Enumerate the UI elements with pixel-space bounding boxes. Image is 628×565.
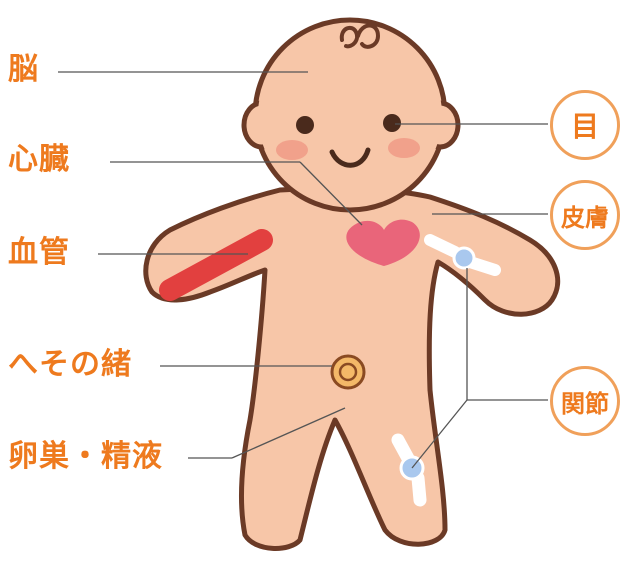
label-blood-vessel: 血管 <box>8 235 70 270</box>
navel-shape <box>330 354 366 390</box>
right-eye <box>383 114 401 132</box>
label-skin: 皮膚 <box>550 180 620 250</box>
label-brain: 脳 <box>8 52 39 87</box>
left-eye <box>296 116 314 134</box>
heart-shape <box>346 219 420 266</box>
joint-bone-shape-knee <box>391 433 427 507</box>
left-cheek <box>276 140 308 160</box>
leader-lines <box>58 71 548 469</box>
right-cheek <box>388 138 420 158</box>
label-heart: 心臓 <box>8 142 70 177</box>
label-eye: 目 <box>550 90 620 160</box>
label-ovary-semen: 卵巣・精液 <box>8 439 163 474</box>
joint-bone-shape-arm <box>424 234 501 276</box>
label-umbilical-cord: へその緒 <box>8 347 132 382</box>
blood-vessel-shape <box>159 229 273 301</box>
mouth <box>329 147 371 168</box>
label-joint: 関節 <box>550 366 620 436</box>
hair-curl <box>339 23 381 49</box>
